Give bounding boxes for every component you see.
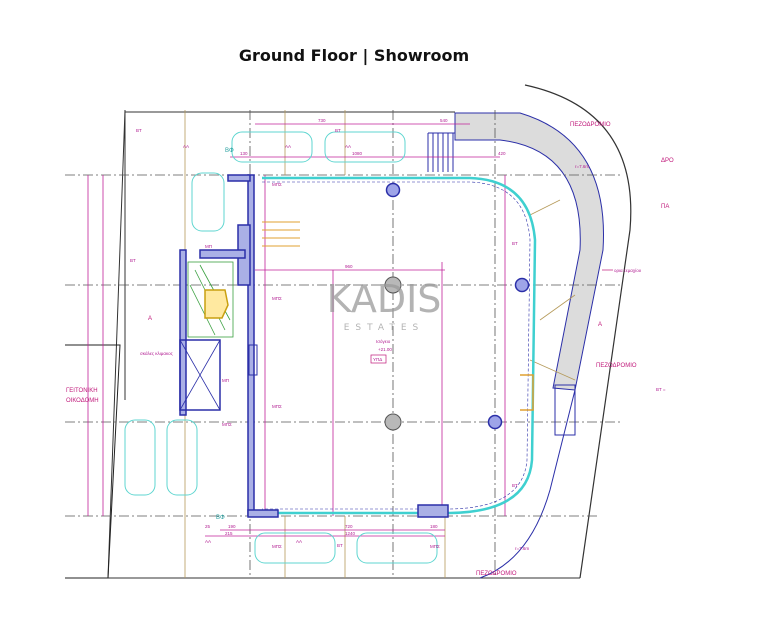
page-title: Ground Floor | Showroom bbox=[238, 46, 470, 65]
label-mp: ΜΠ bbox=[205, 244, 212, 249]
sidewalk-curve-bottom bbox=[479, 389, 576, 579]
label-sidewalk-top: ΠΕΖΟΔΡΟΜΙΟ bbox=[570, 122, 611, 128]
label-bt: ΒΤ bbox=[136, 128, 142, 133]
column bbox=[385, 182, 401, 198]
dim-420: 420 bbox=[498, 151, 506, 156]
dim-25: 25 bbox=[205, 524, 211, 529]
label-road-top: ΔΡΟ bbox=[661, 158, 674, 164]
plot-boundary bbox=[107, 109, 580, 579]
column bbox=[384, 276, 402, 294]
dim-190: 190 bbox=[228, 524, 236, 529]
label-radius-top: r=7.6m bbox=[575, 164, 589, 169]
label-mp: ΜΠ bbox=[222, 378, 229, 383]
label-mps: ΜΠΣ bbox=[272, 404, 282, 409]
label-mps: ΜΠΣ bbox=[272, 544, 282, 549]
label-level: Ισόγειο bbox=[376, 338, 391, 344]
elevator-shaft bbox=[179, 339, 221, 411]
showroom-tag-box bbox=[370, 354, 387, 364]
label-bt: ΒΤ bbox=[335, 128, 341, 133]
dim-1240: 1240 bbox=[345, 531, 356, 536]
label-neighbor-2: ΟΙΚΟΔΟΜΗ bbox=[66, 398, 99, 404]
dim-540: 540 bbox=[440, 118, 448, 123]
ramp bbox=[554, 384, 576, 436]
label-aa: ΑΑ bbox=[205, 539, 211, 544]
column bbox=[384, 413, 402, 431]
inner-facade-line bbox=[262, 181, 531, 510]
dimension-lines bbox=[87, 123, 506, 537]
entrance-stairs bbox=[427, 132, 455, 172]
label-aa: ΑΑ bbox=[345, 144, 351, 149]
label-radius-bottom: r=7.6m bbox=[515, 546, 529, 551]
dim-215: 215 bbox=[225, 531, 233, 536]
dim-1080: 1080 bbox=[352, 151, 363, 156]
watermark-sub: ESTATES bbox=[344, 323, 425, 333]
glass-facade bbox=[262, 176, 537, 515]
label-bp: ΒΦ bbox=[216, 515, 225, 521]
dim-730: 730 bbox=[318, 118, 326, 123]
core-void bbox=[204, 289, 229, 319]
watermark-brand: KADIS bbox=[327, 277, 442, 321]
label-bt-note: ΒΤ = bbox=[656, 387, 666, 392]
label-mps: ΜΠΣ bbox=[430, 544, 440, 549]
dim-130: 130 bbox=[240, 151, 248, 156]
label-plot-limit: ορια τεμαχίου bbox=[614, 268, 642, 273]
label-mps: ΜΠΣ bbox=[222, 422, 232, 427]
side-door bbox=[520, 374, 534, 411]
label-road-mid: ΠΑ bbox=[661, 204, 669, 210]
walls bbox=[179, 174, 449, 518]
label-sidewalk-right: ΠΕΖΟΔΡΟΜΙΟ bbox=[596, 363, 637, 369]
section-marker-right: A bbox=[598, 322, 602, 328]
label-bt: ΒΤ bbox=[130, 258, 136, 263]
label-mps: ΜΠΣ bbox=[272, 182, 282, 187]
sidewalk-band bbox=[454, 112, 605, 391]
label-aa: ΑΑ bbox=[183, 144, 189, 149]
label-bp: ΒΦ bbox=[225, 148, 234, 154]
label-elevation: +21.00 bbox=[378, 347, 392, 352]
dim-180: 180 bbox=[430, 524, 438, 529]
label-sidewalk-bottom: ΠΕΖΟΔΡΟΜΙΟ bbox=[476, 571, 517, 577]
parking-cars bbox=[124, 131, 438, 564]
label-bt: ΒΤ bbox=[337, 543, 343, 548]
label-bt: ΒΤ bbox=[512, 241, 518, 246]
hatched-column bbox=[248, 344, 258, 376]
grid-lines bbox=[65, 110, 620, 578]
section-marker-left: A bbox=[148, 316, 152, 322]
road-boundary bbox=[524, 84, 632, 579]
dim-720: 720 bbox=[345, 524, 353, 529]
neighbor-building bbox=[65, 344, 121, 579]
wood-stairs bbox=[262, 221, 300, 247]
column bbox=[487, 414, 503, 430]
dim-960: 960 bbox=[345, 264, 353, 269]
label-showroom-tag: ΥΠΔ bbox=[373, 357, 382, 362]
label-aa: ΑΑ bbox=[285, 144, 291, 149]
label-stairs-note: σκάλες κλιμακος bbox=[140, 350, 174, 356]
label-bt: ΒΤ bbox=[512, 483, 518, 488]
label-aa: ΑΑ bbox=[296, 539, 302, 544]
label-mps: ΜΠΣ bbox=[272, 296, 282, 301]
column bbox=[514, 277, 530, 293]
label-neighbor-1: ΓΕΙΤΟΝΙΚΗ bbox=[66, 388, 98, 394]
